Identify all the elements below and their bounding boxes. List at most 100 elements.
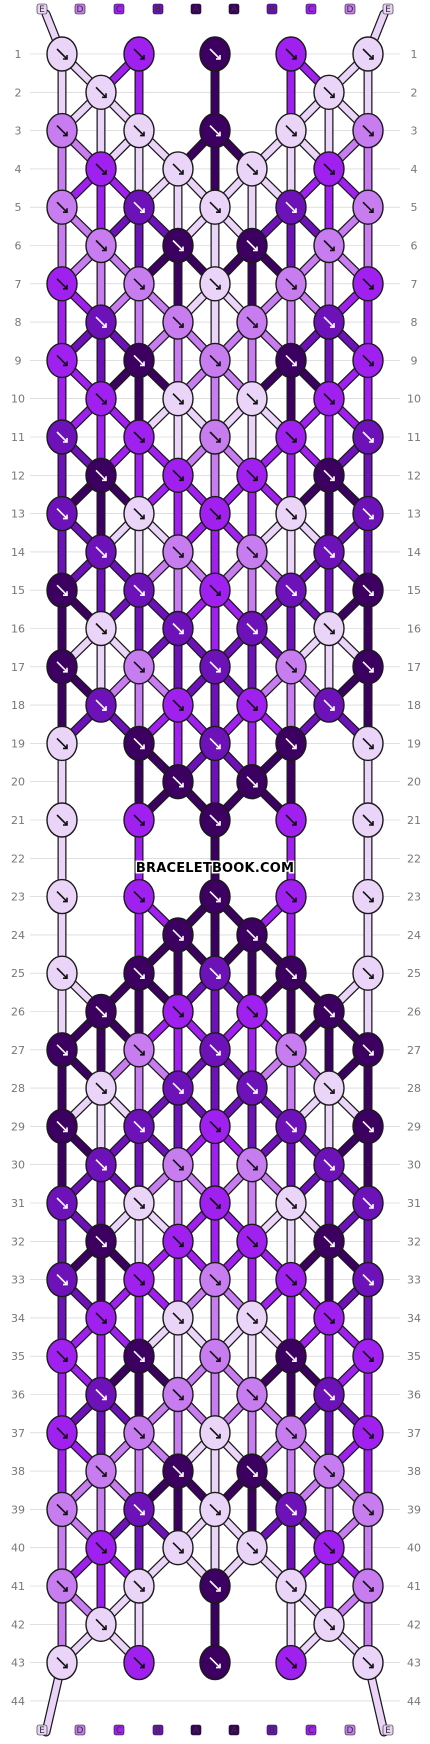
knot-arrowhead xyxy=(369,1050,374,1056)
knot-arrowhead xyxy=(179,706,184,711)
strand-label: C xyxy=(116,1726,122,1736)
row-number-left: 6 xyxy=(15,240,22,253)
knot-arrow xyxy=(323,699,335,711)
knot-arrow xyxy=(209,1580,221,1592)
knot-arrow xyxy=(172,393,184,405)
knot-arrow xyxy=(133,661,145,673)
knot-arrowhead xyxy=(292,1357,297,1362)
knot-arrow xyxy=(362,584,374,596)
knot-arrowhead xyxy=(369,438,374,443)
row-number-right: 35 xyxy=(407,1350,421,1363)
knot-arrowhead xyxy=(216,514,221,520)
knot-arrowhead xyxy=(140,974,145,980)
knot-arrowhead xyxy=(216,744,221,750)
row-number-right: 32 xyxy=(407,1235,421,1248)
row-number-right: 23 xyxy=(407,891,421,904)
knot-arrow xyxy=(285,201,297,213)
row-number-left: 44 xyxy=(11,1695,25,1708)
knot-arrow xyxy=(246,1159,258,1171)
knot-arrowhead xyxy=(102,93,107,99)
row-number-right: 26 xyxy=(407,1006,421,1019)
knot-arrow xyxy=(209,1120,221,1132)
strand-label: E xyxy=(39,1726,45,1736)
knot-arrow xyxy=(246,622,258,635)
knot-arrowhead xyxy=(63,1663,68,1669)
row-number-left: 18 xyxy=(11,699,25,712)
knot-arrowhead xyxy=(216,1357,221,1362)
knot-arrowhead xyxy=(179,552,184,558)
knot-arrowhead xyxy=(216,1433,221,1439)
row-number-right: 25 xyxy=(407,967,421,980)
row-number-left: 7 xyxy=(15,278,22,291)
row-number-right: 9 xyxy=(411,354,418,367)
knot-arrowhead xyxy=(102,1472,107,1477)
knot-arrowhead xyxy=(330,1625,335,1631)
row-number-left: 29 xyxy=(11,1120,25,1133)
knot-arrow xyxy=(56,737,68,749)
knot-arrow xyxy=(362,508,374,520)
row-number-left: 15 xyxy=(11,584,25,597)
knot-arrow xyxy=(323,1082,335,1094)
strand-swatch xyxy=(113,3,125,15)
knot-arrowhead xyxy=(102,1318,107,1324)
knot-arrowhead xyxy=(63,1587,68,1592)
knot-arrowhead xyxy=(216,1663,221,1669)
knot-arrow xyxy=(209,278,221,290)
knot-arrowhead xyxy=(330,476,335,482)
knot-arrow xyxy=(362,354,374,366)
strand-swatch xyxy=(74,1724,86,1736)
knot-arrowhead xyxy=(216,438,221,443)
strand-label: E xyxy=(385,5,391,15)
strand-label: E xyxy=(39,5,45,15)
knot-arrowhead xyxy=(369,974,374,980)
knot-arrow xyxy=(362,125,374,137)
knot-arrow xyxy=(56,661,68,673)
knot-arrowhead xyxy=(140,1587,145,1592)
knot-arrow xyxy=(56,1580,68,1592)
knot-arrowhead xyxy=(179,169,184,175)
knot-arrowhead xyxy=(63,514,68,520)
row-number-left: 8 xyxy=(15,316,22,329)
knot-arrowhead xyxy=(216,1510,221,1516)
knot-arrow xyxy=(246,929,258,941)
knot-arrowhead xyxy=(253,782,258,788)
knot-arrowhead xyxy=(330,246,335,252)
knot-arrow xyxy=(246,1465,258,1477)
knot-arrow xyxy=(133,278,145,290)
row-number-left: 16 xyxy=(11,623,25,636)
knot-arrowhead xyxy=(253,1012,258,1018)
knot-arrow xyxy=(95,1082,107,1094)
row-number-right: 12 xyxy=(407,469,421,482)
knot-arrowhead xyxy=(63,1357,68,1362)
knot-arrowhead xyxy=(216,1280,221,1286)
knot-arrow xyxy=(56,1427,68,1439)
knot-arrow xyxy=(95,86,107,98)
knot-arrow xyxy=(95,1388,107,1401)
knot-arrowhead xyxy=(102,706,107,711)
knot-arrow xyxy=(56,48,68,60)
knot-arrowhead xyxy=(369,897,374,903)
knot-arrow xyxy=(246,316,258,328)
knot-arrowhead xyxy=(330,1395,335,1401)
knot-arrowhead xyxy=(292,1663,297,1669)
knot-arrowhead xyxy=(216,55,221,60)
knot-arrow xyxy=(172,1005,184,1018)
row-number-right: 31 xyxy=(407,1197,421,1210)
knot-arrowhead xyxy=(216,208,221,213)
row-number-right: 11 xyxy=(407,431,421,444)
knot-arrowhead xyxy=(179,1472,184,1477)
knot-arrow xyxy=(172,1082,184,1094)
row-number-left: 11 xyxy=(11,431,25,444)
knot-arrowhead xyxy=(292,974,297,980)
knot-arrowhead xyxy=(179,935,184,941)
knot-arrow xyxy=(56,1120,68,1132)
row-number-right: 34 xyxy=(407,1312,421,1325)
knot-arrow xyxy=(133,508,145,520)
knot-arrow xyxy=(95,699,107,711)
strand-swatch xyxy=(305,3,317,15)
knot-arrow xyxy=(209,508,221,520)
row-number-left: 33 xyxy=(11,1274,25,1287)
knot-arrowhead xyxy=(102,1012,107,1018)
